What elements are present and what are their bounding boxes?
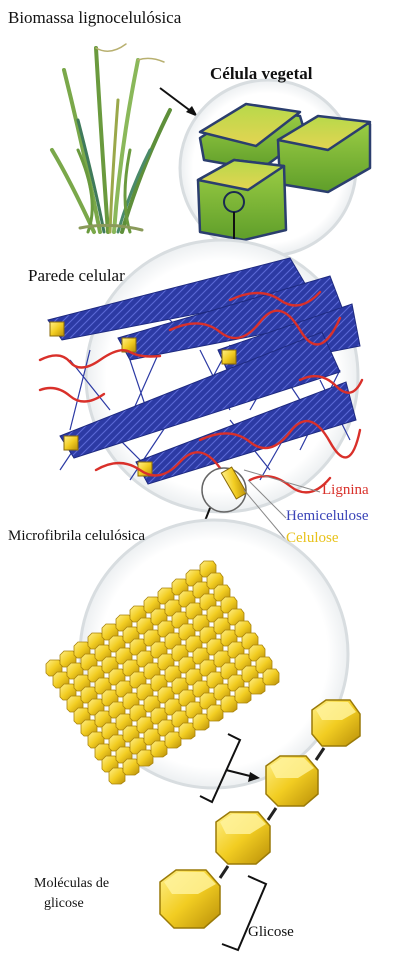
arrow-plant-to-cell [160,88,198,117]
glycosidic-bond [316,748,324,760]
label-glucose: Glicose [248,924,294,941]
glycosidic-bond [220,866,228,878]
glucose-unit [216,812,270,864]
label-cellulose: Celulose [286,530,339,547]
plant-cells [198,104,370,240]
glucose-unit [160,870,220,928]
label-hemicellulose: Hemicelulose [286,508,368,525]
label-cell-wall: Parede celular [28,266,125,286]
label-biomass: Biomassa lignocelulósica [8,8,181,28]
glycosidic-bond [268,808,276,820]
glucose-unit [266,756,318,806]
label-lignin: Lignina [322,482,369,499]
label-glucose-molecules-2: glicose [44,896,84,912]
label-plant-cell: Célula vegetal [210,64,312,84]
glucose-unit [312,700,360,746]
label-glucose-molecules-1: Moléculas de [34,876,109,892]
cellulose-cube [263,669,279,685]
grass-plant [52,44,170,232]
label-microfibril: Microfibrila celulósica [8,528,145,545]
